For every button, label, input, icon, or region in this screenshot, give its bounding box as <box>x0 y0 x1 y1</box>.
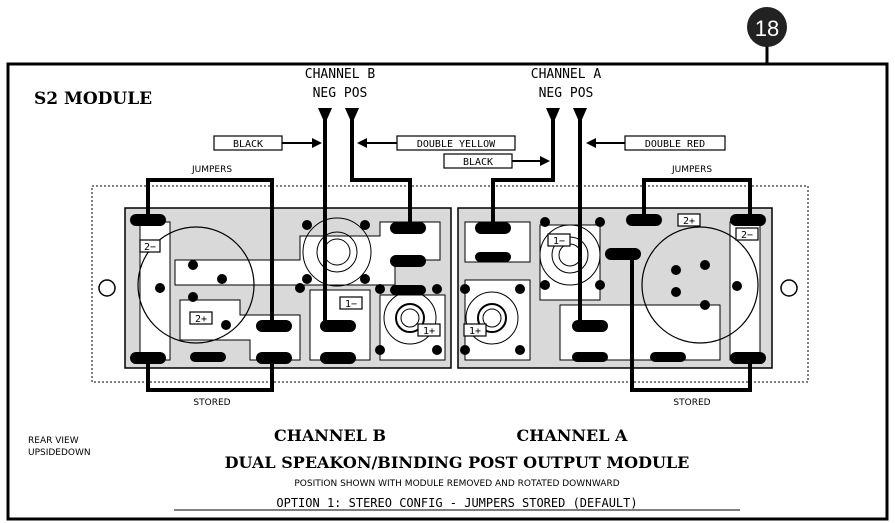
ch-a-neg-wire <box>491 110 555 222</box>
channel-b-top-label: CHANNEL B <box>305 67 376 82</box>
stored-wire-left <box>146 364 274 392</box>
stored-label-right: STORED <box>673 398 710 408</box>
ch-b-pos-wire <box>350 110 412 222</box>
channel-b-bottom-label: CHANNEL B <box>274 426 386 445</box>
terminal-labels: 2− 2+ 1− 1+ 1+ 1− 2+ 2− <box>139 213 759 337</box>
stored-label-left: STORED <box>193 398 230 408</box>
channel-a-bottom-label: CHANNEL A <box>517 426 629 445</box>
terminal-label-a-1pos: 1+ <box>469 326 481 337</box>
jumpers-label-left: JUMPERS <box>191 165 232 175</box>
wire-tag-black-center: BLACK <box>443 153 550 169</box>
module-name: DUAL SPEAKON/BINDING POST OUTPUT MODULE <box>225 453 690 472</box>
terminal-label-a-2pos: 2+ <box>683 216 695 227</box>
terminal-label-b-1pos: 1+ <box>423 326 435 337</box>
jumper-wire-left <box>146 178 274 326</box>
input-arrowheads <box>318 108 587 124</box>
mounting-hole-right <box>780 279 798 297</box>
terminal-label-b-2neg: 2− <box>144 242 156 253</box>
terminal-label-b-2pos: 2+ <box>195 314 207 325</box>
terminal-label-a-1neg: 1− <box>553 236 565 247</box>
position-note: POSITION SHOWN WITH MODULE REMOVED AND R… <box>294 479 619 489</box>
rear-view-label: REAR VIEW <box>28 436 79 446</box>
channel-b-negpos-label: NEG POS <box>313 86 368 101</box>
svg-text:DOUBLE YELLOW: DOUBLE YELLOW <box>417 139 496 150</box>
wire-tag-double-red: DOUBLE RED <box>586 135 726 151</box>
option-label: OPTION 1: STEREO CONFIG - JUMPERS STORED… <box>276 496 637 510</box>
terminal-label-b-1neg: 1− <box>345 299 357 310</box>
badge-number: 18 <box>755 16 779 41</box>
wire-tag-black-left: BLACK <box>213 135 322 151</box>
terminal-label-a-2neg: 2− <box>741 230 753 241</box>
channel-a-top-label: CHANNEL A <box>531 67 602 82</box>
channel-a-negpos-label: NEG POS <box>539 86 594 101</box>
page-badge: 18 <box>747 7 787 64</box>
pcb-pads <box>130 214 766 364</box>
speakon-ring-right <box>641 226 759 344</box>
module-outline <box>91 185 809 383</box>
jumpers-label-right: JUMPERS <box>671 165 712 175</box>
stored-wire-right <box>628 252 752 392</box>
wire-tag-double-yellow: DOUBLE YELLOW <box>357 135 516 151</box>
jumper-wire-right <box>642 178 752 214</box>
mounting-hole-left <box>98 279 116 297</box>
svg-text:DOUBLE RED: DOUBLE RED <box>645 139 705 150</box>
upsidedown-label: UPSIDEDOWN <box>28 448 91 458</box>
svg-text:BLACK: BLACK <box>463 157 493 168</box>
speakon-ring-left <box>137 226 255 344</box>
module-title: S2 MODULE <box>34 89 152 109</box>
svg-text:BLACK: BLACK <box>233 139 263 150</box>
